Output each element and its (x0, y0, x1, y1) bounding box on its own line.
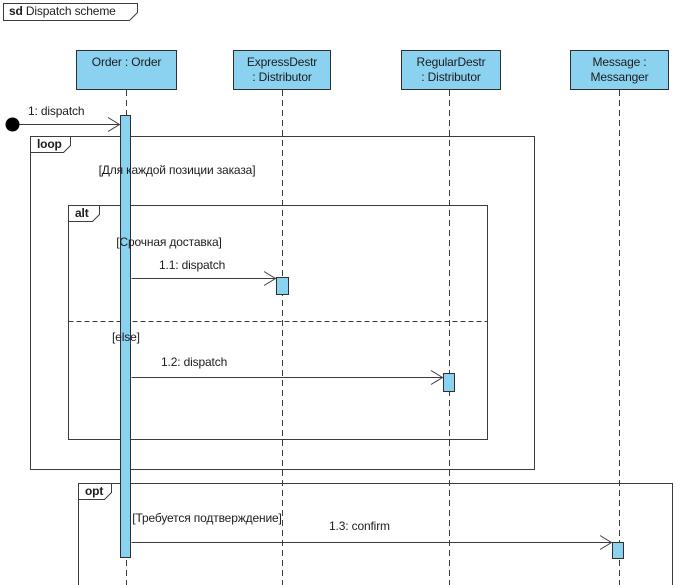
opt-keyword: opt (85, 484, 104, 498)
lifeline-head-regulardestr: RegularDestr : Distributor (401, 50, 501, 90)
lifeline-head-order: Order : Order (76, 50, 177, 90)
loop-label-shape (30, 136, 71, 153)
lifeline-head-expressdestr-line2: : Distributor (252, 70, 312, 84)
diagram-title: sd Dispatch scheme (9, 4, 116, 18)
alt-label-shape (68, 205, 100, 222)
alt-keyword: alt (75, 206, 89, 220)
message-1-arrowhead (107, 117, 121, 132)
message-1-3-arrowhead (599, 535, 613, 550)
loop-fragment-frame (30, 136, 535, 470)
lifeline-head-message-line2: Messanger (590, 70, 649, 84)
sd-frame-label-shape (3, 3, 138, 21)
loop-keyword: loop (37, 137, 62, 151)
activation-message (612, 542, 624, 559)
message-1-2-arrowhead (430, 370, 444, 385)
opt-fragment-frame (78, 483, 673, 585)
opt-guard: [Требуется подтверждение] (132, 511, 282, 525)
message-1-3-label: 1.3: confirm (329, 519, 390, 533)
activation-regulardestr (443, 373, 455, 392)
lifeline-head-message: Message : Messanger (570, 50, 669, 90)
activation-order (120, 115, 131, 558)
loop-guard: [Для каждой позиции заказа] (98, 163, 256, 177)
message-1-label: 1: dispatch (28, 104, 85, 118)
alt-fragment-frame (68, 205, 488, 440)
diagram-title-keyword: sd (9, 4, 23, 18)
diagram-title-text: Dispatch scheme (22, 4, 116, 18)
lifeline-head-regulardestr-line2: : Distributor (421, 70, 481, 84)
message-1-1-arrowhead (263, 271, 277, 286)
found-message-dot (5, 117, 20, 132)
lifeline-head-expressdestr: ExpressDestr : Distributor (233, 50, 331, 90)
activation-expressdestr (276, 277, 289, 295)
alt-guard-if: [Срочная доставка] (116, 235, 222, 249)
opt-label-shape (78, 483, 112, 500)
message-1-1-label: 1.1: dispatch (159, 258, 226, 272)
lifeline-head-message-line1: Message : (592, 55, 647, 69)
lifeline-head-expressdestr-line1: ExpressDestr (246, 55, 318, 69)
message-1-2-label: 1.2: dispatch (161, 355, 228, 369)
lifeline-head-order-line1: Order : Order (91, 55, 162, 69)
alt-guard-else: [else] (112, 330, 140, 344)
lifeline-head-regulardestr-line1: RegularDestr (416, 55, 486, 69)
